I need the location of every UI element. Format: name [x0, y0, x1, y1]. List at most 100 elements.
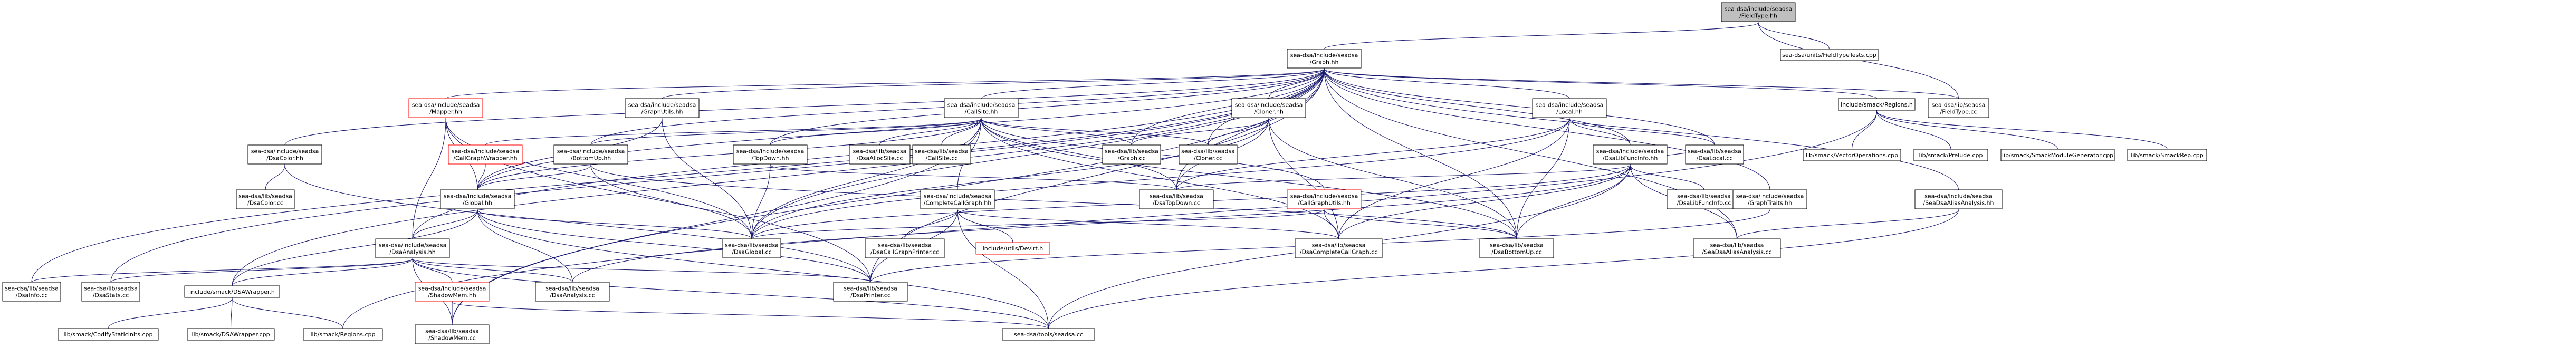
- node-graphtraits-hh[interactable]: sea-dsa/include/seadsa/GraphTraits.hh: [1732, 189, 1807, 209]
- node-callgraphutils-hh[interactable]: sea-dsa/include/seadsa/CallGraphUtils.hh: [1287, 189, 1362, 209]
- node-seadsaalias-cc[interactable]: sea-dsa/lib/seadsa/SeaDsaAliasAnalysis.c…: [1693, 238, 1781, 258]
- node-label-line: sea-dsa/include/seadsa: [1290, 193, 1358, 200]
- node-label-line: lib/smack/SmackRep.cpp: [2131, 152, 2203, 159]
- edge-callgraphwrapper_hh-to-global_hh: [477, 159, 488, 190]
- node-label-line: sea-dsa/lib/seadsa: [1932, 102, 1986, 109]
- edge-graph_hh-to-dsatopdown_cc: [1176, 63, 1327, 190]
- node-label-line: /ShadowMem.hh: [428, 292, 476, 299]
- node-dsawrapper-cpp[interactable]: lib/smack/DSAWrapper.cpp: [187, 328, 275, 341]
- node-graph-hh[interactable]: sea-dsa/include/seadsa/Graph.hh: [1287, 49, 1362, 69]
- node-dsaanalysis-cc[interactable]: sea-dsa/lib/seadsa/DsaAnalysis.cc: [535, 282, 610, 302]
- node-completecg-hh[interactable]: sea-dsa/include/seadsa/CompleteCallGraph…: [920, 189, 995, 209]
- node-devirt-h[interactable]: include/utils/Devirt.h: [975, 242, 1050, 255]
- node-box: [448, 144, 523, 165]
- node-seadsa-cc[interactable]: sea-dsa/tools/seadsa.cc: [1002, 328, 1095, 341]
- edge-callsite_hh-to-callgraphwrapper_hh: [485, 113, 984, 146]
- node-label-line: /DsaAllocSite.cc: [857, 155, 903, 162]
- edge-graph_hh-to-dsabottomup_cc: [1321, 63, 1517, 239]
- node-dsainfo-cc[interactable]: sea-dsa/lib/seadsa/DsaInfo.cc: [2, 282, 61, 302]
- node-local-hh[interactable]: sea-dsa/include/seadsa/Local.hh: [1532, 98, 1607, 118]
- node-label-line: lib/smack/Prelude.cpp: [1919, 152, 1983, 159]
- node-dsaprinter-cc[interactable]: sea-dsa/lib/seadsa/DsaPrinter.cc: [833, 282, 908, 302]
- node-fieldtype-cc[interactable]: sea-dsa/lib/seadsa/FieldType.cc: [1928, 98, 1989, 118]
- node-shadowmem-hh[interactable]: sea-dsa/include/seadsa/ShadowMem.hh: [415, 282, 490, 302]
- node-callsite-cc[interactable]: sea-dsa/lib/seadsa/CallSite.cc: [912, 144, 971, 165]
- edge-dsalibfuncinfo_hh-to-dsalibfuncinfo_cc: [1627, 159, 1704, 190]
- edge-bottomup_hh-to-dsaglobal_cc: [588, 159, 752, 239]
- node-label-line: /CallSite.hh: [965, 109, 998, 115]
- node-label-line: /CallSite.cc: [926, 155, 958, 162]
- node-dsacompletecg-cc[interactable]: sea-dsa/lib/seadsa/DsaCompleteCallGraph.…: [1295, 238, 1383, 258]
- edge-callgraphutils_hh-to-dsacompletecg_cc: [1321, 204, 1339, 239]
- node-label-line: sea-dsa/lib/seadsa: [1150, 193, 1203, 200]
- node-callgraphwrapper-hh[interactable]: sea-dsa/include/seadsa/CallGraphWrapper.…: [448, 144, 523, 165]
- edge-graph_hh-to-dsalibfuncinfo_hh: [1321, 63, 1631, 146]
- edge-regions_h-to-smackrep: [1874, 105, 2168, 150]
- node-prelude[interactable]: lib/smack/Prelude.cpp: [1913, 149, 1988, 161]
- node-dsalocal-cc[interactable]: sea-dsa/lib/seadsa/DsaLocal.cc: [1685, 144, 1744, 165]
- node-dsawrapper-h[interactable]: include/smack/DSAWrapper.h: [184, 285, 280, 298]
- node-box: [2, 282, 61, 302]
- node-box: [1479, 238, 1554, 258]
- node-callsite-hh[interactable]: sea-dsa/include/seadsa/CallSite.hh: [944, 98, 1019, 118]
- node-dsacolor-cc[interactable]: sea-dsa/lib/seadsa/DsaColor.cc: [236, 189, 295, 209]
- node-label-line: sea-dsa/include/seadsa: [1235, 102, 1303, 109]
- node-regions-cpp[interactable]: lib/smack/Regions.cpp: [303, 328, 383, 341]
- edge-dsalibfuncinfo_hh-to-dsatopdown_cc: [1176, 159, 1633, 190]
- node-smackrep[interactable]: lib/smack/SmackRep.cpp: [2127, 149, 2207, 161]
- node-box: [535, 282, 610, 302]
- edge-shadowmem_hh-to-seadsa_cc: [449, 296, 1049, 329]
- node-box: [1102, 144, 1161, 165]
- node-graph-cc[interactable]: sea-dsa/lib/seadsa/Graph.cc: [1102, 144, 1161, 165]
- node-label-line: /GraphTraits.hh: [1748, 200, 1792, 207]
- node-cloner-cc[interactable]: sea-dsa/lib/seadsa/Cloner.cc: [1179, 144, 1238, 165]
- node-graphutils-hh[interactable]: sea-dsa/include/seadsa/GraphUtils.hh: [625, 98, 700, 118]
- node-dsacolor-hh[interactable]: sea-dsa/include/seadsa/DsaColor.hh: [247, 144, 322, 165]
- node-mapper-hh[interactable]: sea-dsa/include/seadsa/Mapper.hh: [408, 98, 483, 118]
- edge-dsawrapper_h-to-codifystatic: [108, 293, 235, 329]
- edge-dsaanalysis_hh-to-dsastats_cc: [110, 253, 415, 283]
- edge-completecg_hh-to-dsacompletecg_cc: [955, 204, 1339, 239]
- edge-graph_hh-to-cloner_hh: [1268, 63, 1327, 99]
- node-box: [553, 144, 628, 165]
- edge-callsite_hh-to-bottomup_hh: [590, 113, 984, 146]
- node-box: [1721, 2, 1796, 22]
- edge-graph_hh-to-mapper_hh: [445, 63, 1327, 99]
- node-label-line: /FieldType.cc: [1940, 109, 1977, 115]
- node-regions-h[interactable]: include/smack/Regions.h: [1838, 98, 1916, 111]
- edge-topdown_hh-to-dsaglobal_cc: [751, 159, 773, 239]
- node-codifystatic[interactable]: lib/smack/CodifyStaticInits.cpp: [58, 328, 159, 341]
- node-global-hh[interactable]: sea-dsa/include/seadsa/Global.hh: [440, 189, 515, 209]
- node-box: [415, 324, 490, 344]
- node-box: [722, 238, 781, 258]
- node-dsalibfuncinfo-hh[interactable]: sea-dsa/include/seadsa/DsaLibFuncInfo.hh: [1593, 144, 1668, 165]
- node-label-line: sea-dsa/include/seadsa: [418, 285, 486, 292]
- node-label-line: /Cloner.hh: [1254, 109, 1284, 115]
- node-bottomup-hh[interactable]: sea-dsa/include/seadsa/BottomUp.hh: [553, 144, 628, 165]
- node-dsaglobal-cc[interactable]: sea-dsa/lib/seadsa/DsaGlobal.cc: [722, 238, 781, 258]
- node-cloner-hh[interactable]: sea-dsa/include/seadsa/Cloner.hh: [1231, 98, 1306, 118]
- node-label-line: sea-dsa/lib/seadsa: [878, 242, 932, 249]
- node-topdown-hh[interactable]: sea-dsa/include/seadsa/TopDown.hh: [733, 144, 808, 165]
- edge-callsite_hh-to-dsatopdown_cc: [979, 113, 1177, 190]
- node-dsaanalysis-hh[interactable]: sea-dsa/include/seadsa/DsaAnalysis.hh: [375, 238, 450, 258]
- node-dsastats-cc[interactable]: sea-dsa/lib/seadsa/DsaStats.cc: [81, 282, 140, 302]
- edge-graph_hh-to-graphtraits_hh: [1321, 63, 1770, 190]
- node-seadsaalias-hh[interactable]: sea-dsa/include/seadsa/SeaDsaAliasAnalys…: [1914, 189, 2003, 209]
- node-dsatopdown-cc[interactable]: sea-dsa/lib/seadsa/DsaTopDown.cc: [1139, 189, 1214, 209]
- node-label-line: /Graph.cc: [1117, 155, 1145, 162]
- node-label-line: include/smack/Regions.h: [1841, 101, 1913, 108]
- node-box: [1914, 189, 2003, 209]
- edge-cloner_hh-to-dsacompletecg_cc: [1266, 113, 1339, 239]
- node-fieldtypetests[interactable]: sea-dsa/units/FieldTypeTests.cpp: [1780, 49, 1879, 61]
- node-dsalibfuncinfo-cc[interactable]: sea-dsa/lib/seadsa/DsaLibFuncInfo.cc: [1667, 189, 1741, 209]
- node-dsaallocsite-cc[interactable]: sea-dsa/lib/seadsa/DsaAllocSite.cc: [849, 144, 911, 165]
- node-fieldtype-hh: sea-dsa/include/seadsa/FieldType.hh: [1721, 2, 1796, 22]
- node-vectorops[interactable]: lib/smack/VectorOperations.cpp: [1803, 149, 1901, 161]
- node-shadowmem-cc[interactable]: sea-dsa/lib/seadsa/ShadowMem.cc: [415, 324, 490, 344]
- edge-seadsaalias_hh-to-seadsa_cc: [1048, 204, 1961, 329]
- node-dsabottomup-cc[interactable]: sea-dsa/lib/seadsa/DsaBottomUp.cc: [1479, 238, 1554, 258]
- node-smackmodgen[interactable]: lib/smack/SmackModuleGenerator.cpp: [2000, 149, 2115, 161]
- node-dsacgprinter-cc[interactable]: sea-dsa/lib/seadsa/DsaCallGraphPrinter.c…: [865, 238, 945, 258]
- node-label-line: /SeaDsaAliasAnalysis.cc: [1702, 249, 1771, 256]
